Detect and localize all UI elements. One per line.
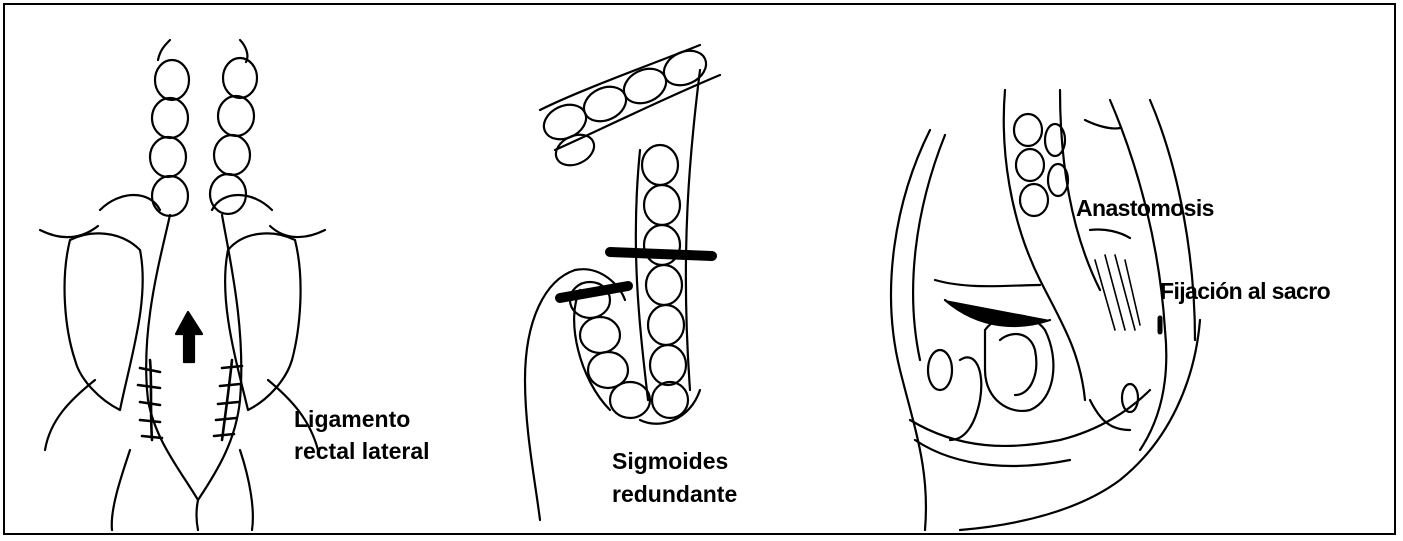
- panel-rectum-posterior: [40, 40, 325, 530]
- label-redundante: redundante: [612, 479, 737, 509]
- label-anastomosis: Anastomosis: [1076, 193, 1214, 223]
- colon-right: [210, 40, 257, 214]
- panel-sagittal: [891, 90, 1200, 530]
- label-rectal-lateral: rectal lateral: [294, 436, 430, 466]
- colon-left: [150, 40, 189, 216]
- label-sigmoides: Sigmoides: [612, 446, 728, 476]
- label-ligamento: Ligamento: [294, 404, 410, 434]
- label-fijacion-al-sacro: Fijación al sacro: [1160, 276, 1330, 306]
